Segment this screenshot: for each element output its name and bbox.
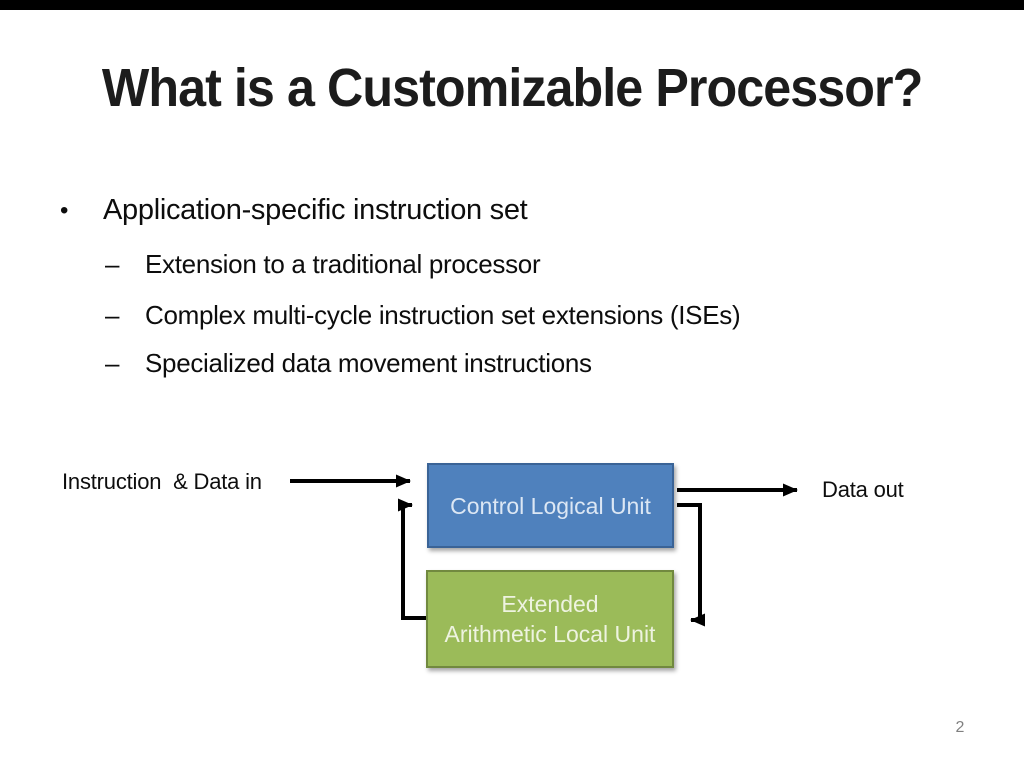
control-logical-unit-box: Control Logical Unit (427, 463, 674, 548)
sub-bullet-text: Specialized data movement instructions (145, 348, 592, 378)
extended-unit-label: Extended Arithmetic Local Unit (445, 589, 656, 649)
input-label: Instruction & Data in (62, 469, 262, 494)
extended-arithmetic-unit-box: Extended Arithmetic Local Unit (426, 570, 674, 668)
dash-bullet-icon: – (105, 300, 120, 330)
feedback-left-arrow (398, 498, 426, 620)
control-unit-label: Control Logical Unit (450, 492, 651, 519)
extended-unit-label-line1: Extended (501, 591, 599, 617)
bullet-dot-icon: • (60, 197, 69, 224)
extended-unit-label-line2: Arithmetic Local Unit (444, 621, 656, 647)
bullet-item-main: • Application-specific instruction set (60, 193, 528, 228)
feedback-right-arrow (677, 503, 705, 627)
page-title: What is a Customizable Processor? (0, 60, 1024, 117)
top-letterbox-bar (0, 0, 1024, 10)
page-number: 2 (955, 719, 965, 736)
dash-bullet-icon: – (105, 249, 120, 279)
bullet-main-text: Application-specific instruction set (103, 194, 528, 226)
sub-bullet-item: –Complex multi-cycle instruction set ext… (105, 299, 741, 331)
sub-bullet-text: Complex multi-cycle instruction set exte… (145, 300, 741, 330)
page-title-text: What is a Customizable Processor? (101, 58, 923, 118)
sub-bullet-item: –Specialized data movement instructions (105, 347, 592, 379)
sub-bullet-text: Extension to a traditional processor (145, 249, 541, 279)
output-label: Data out (822, 477, 904, 502)
sub-bullet-item: –Extension to a traditional processor (105, 248, 541, 280)
dash-bullet-icon: – (105, 348, 120, 378)
